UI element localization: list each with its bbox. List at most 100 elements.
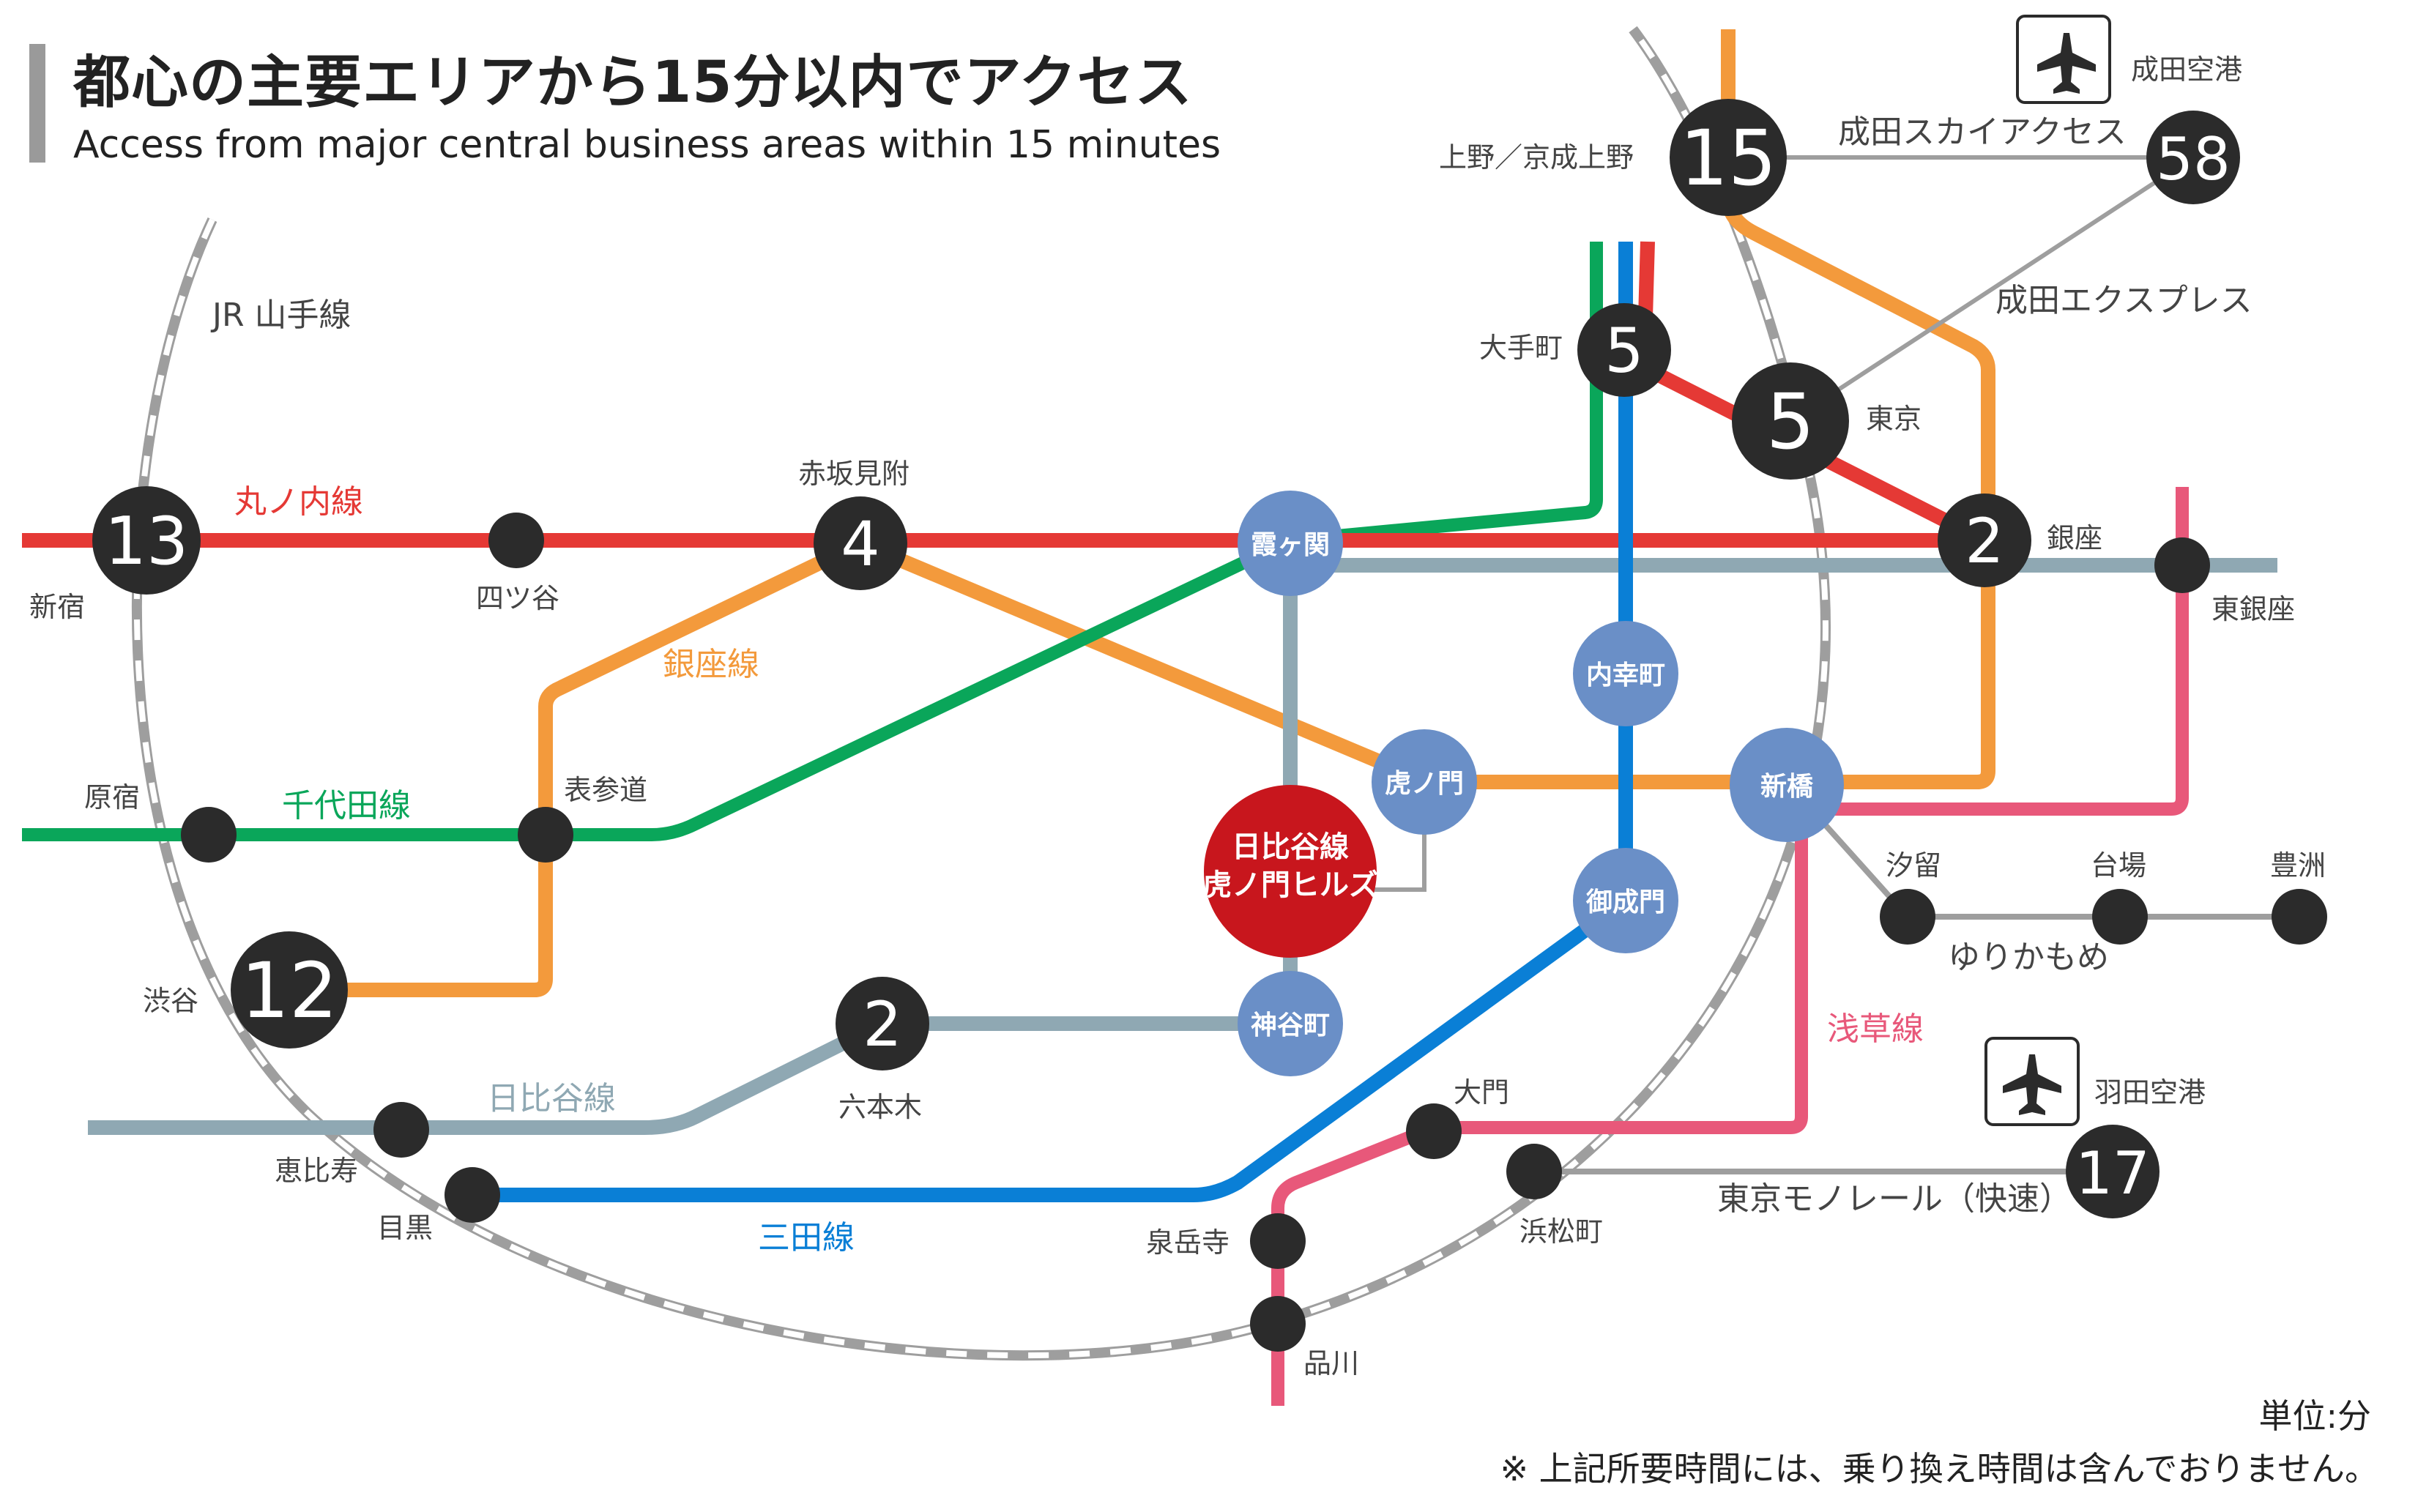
station-higashiginza[interactable] [2154,537,2210,593]
label-ginza: 銀座 [2047,522,2102,554]
station-shibuya-minutes: 12 [241,946,338,1035]
label-shiodome: 汐留 [1886,849,1941,882]
label-omotesando: 表参道 [564,774,647,806]
station-haneda[interactable]: 17 [2066,1125,2160,1218]
station-tokyo-minutes: 5 [1766,377,1815,466]
timed-stations: 13 4 5 5 2 15 58 12 [92,99,2240,1218]
station-narita-minutes: 58 [2156,125,2231,193]
label-harajuku: 原宿 [84,781,140,813]
mita-line [472,242,1633,1202]
station-yotsuya[interactable] [488,513,544,568]
station-tokyo[interactable]: 5 [1732,362,1849,480]
label-narita-express: 成田エクスプレス [1995,282,2253,319]
station-harajuku[interactable] [181,807,237,863]
station-omotesando[interactable] [518,807,573,863]
station-ginza[interactable]: 2 [1938,494,2031,587]
airplane-icon [1984,1037,2080,1126]
label-daimon: 大門 [1454,1076,1509,1109]
station-ueno[interactable]: 15 [1670,99,1787,216]
yurikamome-line [1785,780,2299,920]
station-toyosu[interactable] [2272,889,2327,945]
station-uchisaiwaicho[interactable]: 内幸町 [1573,621,1678,726]
label-marunouchi: 丸ノ内線 [234,483,363,521]
station-roppongi[interactable]: 2 [836,977,929,1070]
asakusa-line [1271,487,2189,1406]
small-stations [181,513,2327,1352]
label-sengakuji: 泉岳寺 [1146,1226,1230,1259]
station-roppongi-minutes: 2 [863,988,901,1060]
label-asakusa: 浅草線 [1827,1010,1924,1048]
label-otemachi: 大手町 [1479,332,1563,364]
station-shinjuku-minutes: 13 [105,503,189,580]
unit-label: 単位:分 [2258,1396,2372,1436]
station-onarimon[interactable]: 御成門 [1573,848,1678,953]
label-yurikamome: ゆりかもめ [1948,939,2109,976]
label-skyaccess: 成田スカイアクセス [1838,113,2127,151]
label-shibuya: 渋谷 [143,985,198,1017]
station-toranomon-label: 虎ノ門 [1385,769,1464,799]
label-ueno: 上野／京成上野 [1439,141,1634,174]
label-monorail: 東京モノレール（快速） [1717,1180,2072,1218]
station-akasakamitsuke-minutes: 4 [841,508,879,580]
ginza-line [289,29,1995,997]
station-uchisaiwaicho-label: 内幸町 [1586,660,1665,690]
station-daimon[interactable] [1406,1103,1462,1159]
nearby-stations: 霞ヶ関 内幸町 虎ノ門 新橋 御成門 神谷町 [1238,491,1844,1076]
station-ueno-minutes: 15 [1680,113,1777,203]
destination-line1: 日比谷線 [1232,830,1349,864]
label-chiyoda: 千代田線 [282,787,411,824]
station-daiba[interactable] [2092,889,2148,945]
label-yotsuya: 四ツ谷 [476,582,559,614]
page-subtitle: Access from major central business areas… [73,123,1221,167]
station-haneda-minutes: 17 [2075,1139,2150,1207]
station-onarimon-label: 御成門 [1585,887,1665,917]
label-meguro: 目黒 [377,1212,433,1244]
label-shinagawa: 品川 [1303,1347,1359,1379]
page-title: 都心の主要エリアから15分以内でアクセス [73,50,1193,116]
label-hamamatsucho: 浜松町 [1519,1215,1603,1248]
station-otemachi[interactable]: 5 [1577,303,1671,397]
station-shimbashi[interactable]: 新橋 [1730,728,1844,842]
station-sengakuji[interactable] [1250,1213,1306,1269]
label-jr-yamanote: JR 山手線 [210,297,351,334]
hibiya-line [88,556,2277,1135]
destination-toranomon-hills[interactable]: 日比谷線 虎ノ門ヒルズ [1202,785,1378,958]
station-labels: 新宿 四ツ谷 赤坂見附 大手町 東京 銀座 東銀座 上野／京成上野 成田空港 原… [29,53,2326,1379]
label-ebisu: 恵比寿 [275,1155,358,1187]
label-haneda: 羽田空港 [2094,1076,2206,1109]
station-meguro[interactable] [444,1167,500,1223]
station-akasakamitsuke[interactable]: 4 [814,496,907,590]
station-kasumigaseki[interactable]: 霞ヶ関 [1238,491,1343,596]
label-akasakamitsuke: 赤坂見附 [798,458,909,490]
station-kasumigaseki-label: 霞ヶ関 [1251,530,1330,560]
destination-line2: 虎ノ門ヒルズ [1202,868,1378,902]
station-shinjuku[interactable]: 13 [92,486,201,595]
label-ginza-line: 銀座線 [663,646,759,683]
station-otemachi-minutes: 5 [1604,315,1643,387]
station-ginza-minutes: 2 [1965,505,2004,577]
label-tokyo: 東京 [1866,403,1922,435]
label-narita: 成田空港 [2131,53,2242,86]
label-higashiginza: 東銀座 [2211,593,2295,625]
station-shibuya[interactable]: 12 [231,931,348,1049]
title-accent-bar [29,44,45,163]
station-ebisu[interactable] [373,1102,429,1158]
label-mita: 三田線 [758,1219,855,1256]
label-toyosu: 豊洲 [2270,849,2326,882]
airplane-icon [2016,15,2111,104]
station-kamiyacho-label: 神谷町 [1251,1010,1330,1040]
label-daiba: 台場 [2091,849,2146,882]
station-shimbashi-label: 新橋 [1760,772,1813,802]
station-narita[interactable]: 58 [2146,111,2240,204]
station-hamamatsucho[interactable] [1506,1144,1562,1199]
narita-express-line [1789,155,2195,423]
label-roppongi: 六本木 [838,1091,922,1123]
station-shiodome[interactable] [1880,889,1935,945]
label-shinjuku: 新宿 [29,591,85,623]
line-labels: JR 山手線 丸ノ内線 銀座線 千代田線 日比谷線 三田線 浅草線 ゆりかもめ … [210,113,2253,1256]
station-kamiyacho[interactable]: 神谷町 [1238,971,1343,1076]
station-toranomon[interactable]: 虎ノ門 [1372,729,1477,835]
label-hibiya: 日比谷線 [487,1080,616,1117]
station-shinagawa[interactable] [1250,1296,1306,1352]
